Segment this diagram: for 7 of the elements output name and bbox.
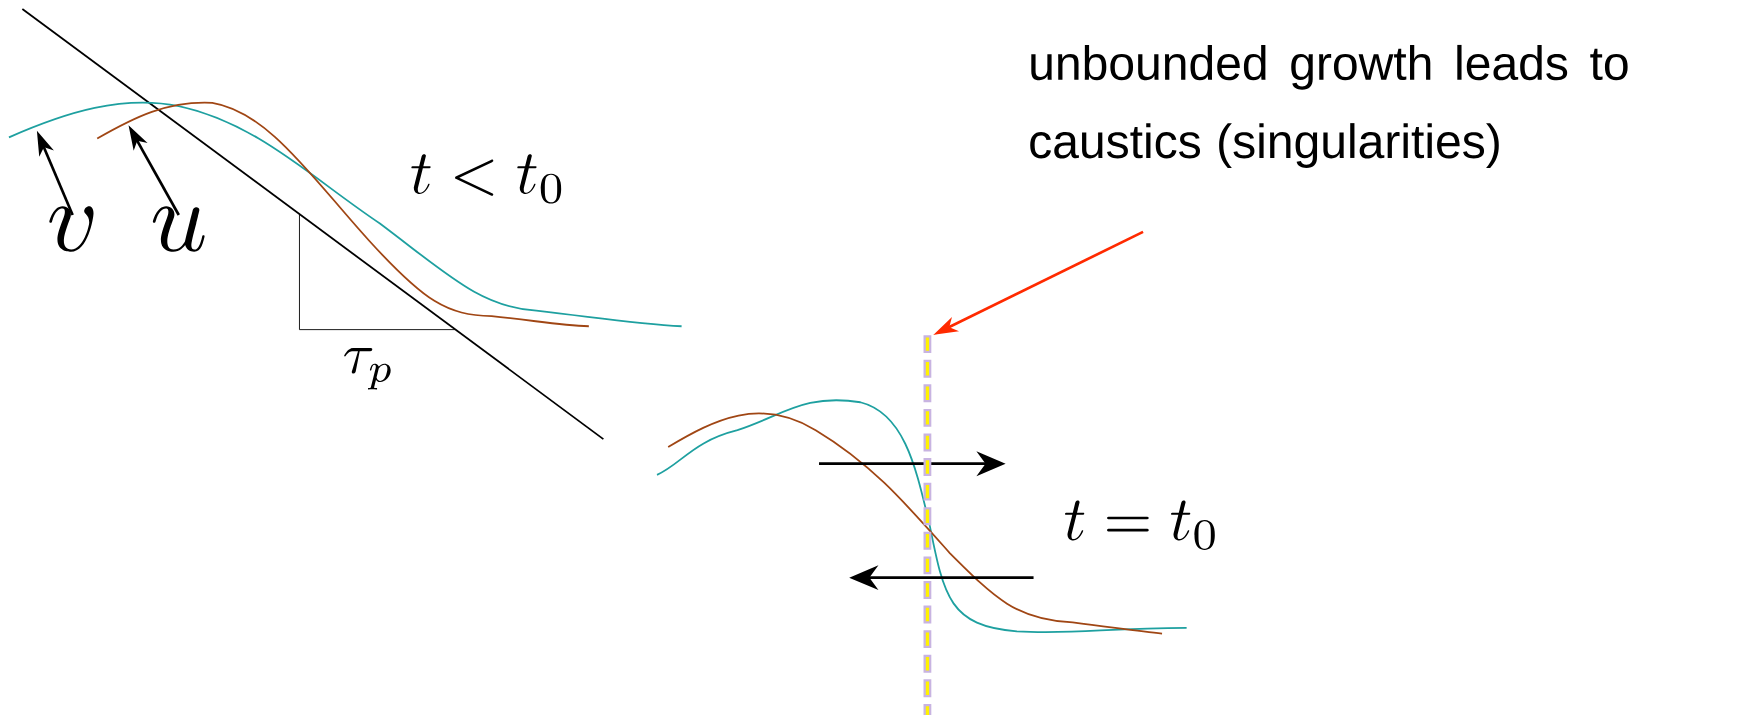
math-label: $t < t_0$ (411, 154, 562, 204)
math-label: $t = t_0$ (1065, 500, 1215, 550)
variable-label: $u$ (152, 206, 205, 252)
variable-label: $v$ (49, 206, 94, 252)
math-label: $\tau_p$ (344, 347, 391, 390)
dashed-line (923, 335, 932, 715)
annotation-text: unbounded growth leads to caustics (singularities) (1030, 44, 1628, 168)
